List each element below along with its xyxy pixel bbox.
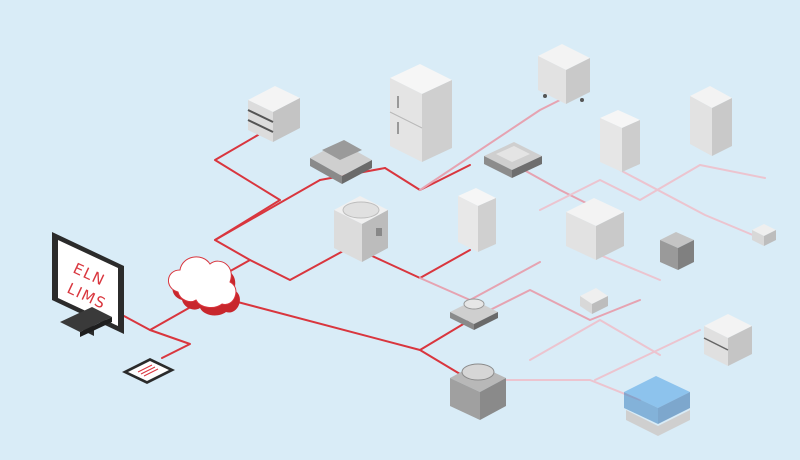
small-stack-icon[interactable]: [580, 288, 608, 314]
link-upper-left-branch: [214, 127, 281, 241]
storage-cabinet-icon[interactable]: [538, 44, 590, 104]
link-trunk-to-incubator: [249, 249, 346, 281]
link-bottom-to-glass: [469, 379, 641, 401]
cloud-icon[interactable]: [168, 256, 240, 316]
autoclave-icon[interactable]: [566, 198, 624, 260]
refrigerator-icon[interactable]: [389, 64, 452, 162]
link-bottom-right-1: [529, 319, 661, 361]
drying-oven-icon[interactable]: [600, 110, 640, 172]
scanner-icon[interactable]: [310, 140, 372, 184]
right-server-stack-icon[interactable]: [703, 314, 752, 366]
hotplate-icon[interactable]: [484, 142, 542, 178]
sensor-box-icon[interactable]: [660, 232, 694, 270]
link-right-upper: [539, 164, 766, 211]
small-module-icon[interactable]: [752, 224, 776, 246]
link-tablet-cloud: [149, 329, 191, 359]
freezer-icon[interactable]: [690, 86, 732, 156]
incubator-tower-icon[interactable]: [458, 188, 496, 252]
lab-balance-icon[interactable]: [450, 298, 498, 330]
link-incubator-to-tower: [369, 249, 471, 279]
link-bottom-right-2: [594, 329, 701, 381]
server-stack-icon[interactable]: [247, 86, 300, 142]
link-cloud-lower-trunk: [229, 299, 471, 351]
centrifuge-icon[interactable]: [450, 363, 506, 420]
link-fridge-branch: [384, 164, 471, 191]
link-fridge-to-top-cabinet: [419, 99, 561, 191]
tablet-icon[interactable]: [122, 358, 175, 384]
link-plate-to-incubator-right: [514, 164, 591, 206]
link-right-fade-1: [619, 169, 761, 239]
link-balance-to-right: [469, 289, 641, 321]
link-right-fade-2: [599, 254, 661, 281]
monitor-icon[interactable]: ELN LIMS: [52, 232, 124, 337]
incubator-icon[interactable]: [334, 196, 388, 262]
glass-enclosure-balance-icon[interactable]: [624, 376, 690, 436]
